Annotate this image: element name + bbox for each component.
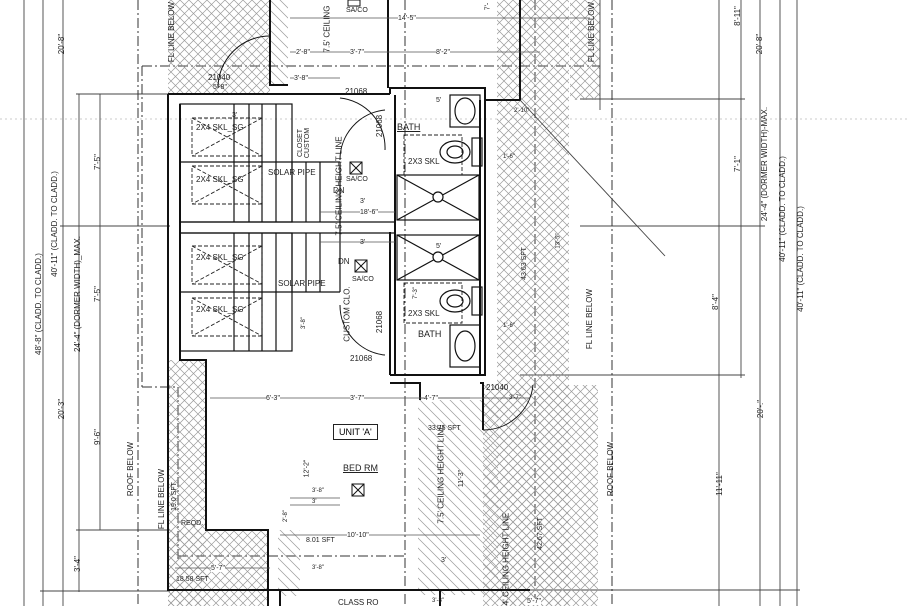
- dim-int-3-c: 3': [360, 239, 366, 246]
- dim-int-1-6-a: 1'-6": [503, 154, 515, 160]
- dim-left-seg-2: 7'-5": [92, 286, 102, 302]
- door-21068-4: 21068: [350, 354, 373, 363]
- area-33-75: 33.75 SFT: [428, 425, 461, 432]
- note-ceiling-height-line-2: 7.5' CEILING HEIGHT LINE: [436, 424, 446, 524]
- unit-label: UNIT 'A': [333, 424, 378, 440]
- dim-int-1-6-b: 1'-6": [503, 323, 515, 329]
- skylight-4: 2X4 SKL_SG: [196, 305, 244, 314]
- sa-co-2: SA/CO: [346, 176, 368, 183]
- dim-int-2-8-v: 2'-8": [282, 510, 289, 522]
- note-fl-line-below-2: FL LINE BELOW: [587, 1, 597, 63]
- note-fl-line-below-1: FL LINE BELOW: [167, 1, 177, 63]
- skylight-5: 2X3 SKL: [408, 157, 440, 166]
- dim-right-overall-1: 40'-11" (CLADD. TO CLADD.): [777, 156, 787, 262]
- dim-int-6-3: 6'-3": [266, 395, 280, 402]
- skylight-1: 2X4 SKL_SG: [196, 123, 244, 132]
- solar-pipe-2: SOLAR PIPE: [278, 279, 326, 288]
- dim-int-3-8: 3'-8": [294, 75, 308, 82]
- right-dimension-lines: [500, 0, 800, 606]
- dim-left-half-bottom: 20'-3": [57, 398, 67, 420]
- dim-int-3-7: 3'-7": [350, 49, 364, 56]
- area-19-0: 19.0 SFT: [170, 482, 178, 511]
- dim-int-18-6: 18'-6": [360, 209, 378, 216]
- solar-pipe-1: SOLAR PIPE: [268, 168, 316, 177]
- dim-int-3-a: 3': [232, 112, 238, 119]
- room-custom-clo: CUSTOM CLO.: [342, 286, 352, 342]
- note-4ft-ceiling-line: 4' CEILING HEIGHT LINE: [501, 512, 511, 606]
- skylight-2: 2X4 SKL_SG: [196, 175, 244, 184]
- dim-left-seg-4: 3'-4": [72, 556, 82, 572]
- dim-int-11-3: 11'-3": [458, 469, 466, 488]
- door-21068-3: 21068: [375, 310, 385, 334]
- note-ceiling-75: 7.5' CEILING: [322, 5, 332, 53]
- dim-int-2-10: 2'-10": [514, 108, 530, 114]
- room-bed-rm: BED RM: [343, 463, 379, 473]
- dim-left-overall-2: 40'-11" (CLADD. TO CLADD.): [49, 171, 59, 277]
- room-closet-custom: CLOSET CUSTOM: [297, 127, 311, 159]
- dim-right-half-top: 20'-8": [755, 33, 765, 55]
- area-43-63: 43.63 SFT: [520, 247, 528, 280]
- note-roof-below-1: ROOF BELOW: [126, 441, 136, 497]
- room-class-ro: CLASS RO: [338, 598, 379, 607]
- dim-int-3-8-d: 3'-8": [432, 598, 444, 604]
- dim-left-dormer: 24'-4" (DORMER WIDTH)_MAX.: [72, 236, 82, 352]
- dim-right-half-bottom: 20'-.": [756, 399, 766, 419]
- note-fl-line-below-4: FL LINE BELOW: [157, 468, 167, 530]
- room-bath-lower: BATH: [418, 329, 442, 339]
- dim-int-5-7-right: 5'-7": [527, 598, 541, 605]
- area-42-67: 42.67 SFT: [536, 517, 544, 550]
- note-fl-line-below-3: FL LINE BELOW: [585, 288, 595, 350]
- dim-int-3-8-v: 3'-8": [300, 317, 307, 329]
- skylight-3: 2X4 SKL_SG: [196, 253, 244, 262]
- dim-left-overall-1: 48'-8" (CLADD. TO CLADD.): [33, 253, 43, 355]
- dim-right-overall-2: 40'-11" (CLADD. TO CLADD.): [795, 206, 805, 312]
- walls: [167, 0, 530, 606]
- door-21040-top: 21040: [208, 73, 231, 82]
- dim-int-3-8-b: 3'-8": [312, 488, 324, 494]
- note-reqd: REQD.: [181, 520, 204, 527]
- sa-co-3: SA/CO: [352, 276, 374, 283]
- stair-dn-1: DN: [333, 186, 345, 195]
- dim-int-7-top: 7'-: [484, 2, 492, 11]
- dim-right-dormer: 24'-4" (DORMER WIDTH)-MAX.: [760, 106, 770, 222]
- dim-left-seg-3: 9'-6": [92, 429, 102, 445]
- dim-int-5-8: 5'-8": [213, 84, 227, 91]
- dim-int-14-5: 14'-5": [398, 15, 416, 22]
- stair-dn-2: DN: [338, 257, 350, 266]
- dim-right-seg-2: 7'-1": [732, 156, 742, 172]
- dim-int-13-5: 13'-5": [555, 233, 562, 249]
- door-21068-1: 21068: [345, 87, 368, 96]
- dim-int-3-7-c: 3'-7": [509, 395, 521, 401]
- dim-left-seg-1: 7'-5": [92, 154, 102, 170]
- dim-int-3-b: 3': [360, 198, 366, 205]
- dim-int-10-10: 10'-10": [347, 532, 369, 539]
- dim-int-3-e: 3': [441, 557, 447, 564]
- dim-int-3-8-c: 3'-8": [312, 565, 324, 571]
- sa-co-1: SA/CO: [346, 7, 368, 14]
- door-21068-2: 21068: [375, 114, 385, 138]
- area-18-58: 18.58 SFT: [176, 576, 209, 583]
- skylight-6: 2X3 SKL: [408, 309, 440, 318]
- dim-int-4-7: 4'-7": [424, 395, 438, 402]
- dim-int-3-d: 3': [312, 499, 317, 505]
- room-bath-upper: BATH: [397, 122, 421, 132]
- left-dimension-lines: [23, 0, 170, 606]
- dim-right-seg-4: 11'-11": [714, 472, 724, 496]
- door-21040-bottom: 21040: [486, 383, 509, 392]
- dim-right-seg-3: 8'-4": [710, 294, 720, 310]
- dim-left-half-top: 20'-8": [57, 33, 67, 55]
- dim-right-seg-1: 8'-11": [732, 6, 742, 26]
- dim-int-5-top: 5': [436, 97, 442, 104]
- dim-int-5-7-left: 5'-7": [211, 565, 225, 572]
- dim-int-8-2: 8'-2": [436, 49, 450, 56]
- dim-int-3-7-b: 3'-7": [350, 395, 364, 402]
- dim-int-5-bottom: 5': [436, 243, 442, 250]
- note-roof-below-2: ROOF BELOW: [606, 441, 616, 497]
- dim-int-7-3: 7'-3": [412, 287, 419, 299]
- dim-int-12-2: 12'-2": [303, 459, 311, 478]
- dim-int-2-8: 2'-8": [296, 49, 310, 56]
- area-8-01: 8.01 SFT: [306, 537, 335, 544]
